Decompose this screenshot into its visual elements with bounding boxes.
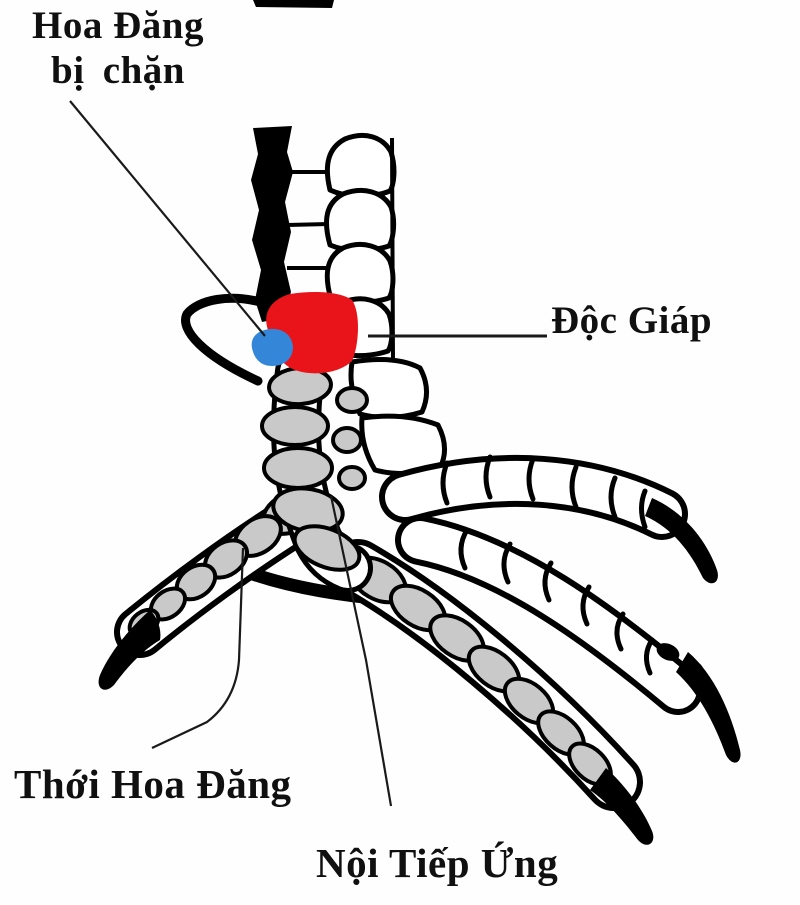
outer-toe	[379, 454, 718, 584]
inner-toe	[329, 539, 654, 845]
middle-toe-scale-separators	[458, 527, 655, 676]
label-hoa-dang-bi-chan: Hoa Đăng bị chặn	[20, 4, 216, 94]
middle-toe-blotch	[656, 643, 680, 661]
middle-toe-claw	[676, 652, 741, 763]
hexagon-scale-2	[324, 188, 397, 253]
leg-top-stub	[253, 0, 334, 8]
label-doc-giap: Độc Giáp	[551, 299, 713, 342]
callout-line-hoa-dang	[69, 100, 266, 337]
front-chain-scale	[260, 405, 330, 447]
label-thoi-hoa-dang: Thới Hoa Đăng	[14, 761, 292, 807]
outer-toe-scale-separators	[440, 454, 648, 530]
outer-toe-claw	[645, 498, 718, 584]
hoa-dang-blocked-scale	[251, 328, 293, 366]
callout-line-thoi-hoa-dang	[151, 547, 245, 749]
hexagon-scale-3	[324, 242, 396, 306]
front-chain-companion-scale	[331, 426, 363, 454]
callout-line-noi-tiep-ung	[329, 495, 393, 807]
middle-toe	[395, 515, 741, 763]
shank-black-band	[251, 126, 293, 322]
front-chain-scale	[262, 446, 334, 490]
hexagon-scale-1	[324, 133, 397, 199]
shank-right-edge	[390, 137, 395, 363]
front-chain-companion-scale	[335, 386, 369, 414]
rear-toe-claw	[98, 610, 161, 690]
label-noi-tiep-ung: Nội Tiếp Ứng	[316, 840, 559, 886]
front-chain-companion-scale	[337, 465, 367, 491]
shank-row-separators	[286, 170, 331, 270]
front-chain-scale	[292, 524, 362, 572]
label-hoa-dang-line2: bị chặn	[51, 48, 185, 92]
front-scale-chain	[260, 347, 373, 593]
inner-toe-claw	[590, 768, 654, 845]
label-hoa-dang-line1: Hoa Đăng	[32, 4, 204, 47]
spur-outline	[181, 293, 269, 386]
